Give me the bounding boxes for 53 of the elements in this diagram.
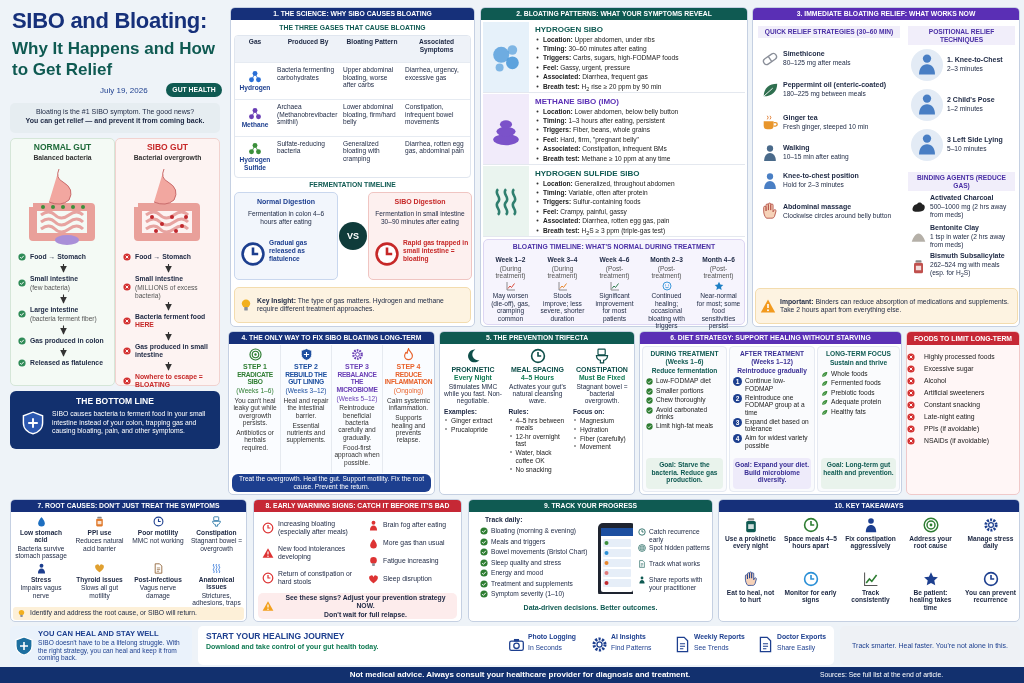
- section-panel: [718, 499, 1020, 622]
- vs-badge: VS: [339, 222, 367, 250]
- section-panel: [439, 331, 635, 495]
- arrow: [60, 347, 67, 357]
- pattern-card: [483, 22, 745, 93]
- disclaimer-text: Not medical advice. Always consult your healthcare provider for diagnosis and treatment.: [348, 670, 692, 679]
- step-column: [383, 345, 434, 473]
- footer-bar: [0, 667, 1024, 683]
- encouragement-box: [10, 626, 192, 665]
- data-table: [234, 35, 471, 178]
- panel-heading: SIBO GUT: [145, 142, 190, 152]
- summary-banner: [10, 391, 220, 449]
- arrow: [165, 263, 172, 273]
- arrow: [60, 293, 67, 304]
- section-panel: [228, 331, 435, 495]
- panel-heading: NORMAL GUT: [32, 142, 93, 152]
- warning-box: [755, 288, 1018, 324]
- page-subtitle: Why It Happens and How to Get Relief: [12, 38, 217, 80]
- alert-box: [258, 593, 457, 619]
- tip-banner: [13, 607, 244, 620]
- diet-column: [642, 346, 727, 492]
- section-panel: [752, 7, 1020, 327]
- pattern-card: [483, 94, 745, 165]
- section-panel: [253, 499, 462, 622]
- step-column: [281, 345, 332, 473]
- diet-column: [817, 346, 900, 492]
- section-panel: [10, 499, 247, 622]
- comparison-panel: [10, 138, 115, 386]
- banner-heading: THE BOTTOM LINE: [75, 396, 155, 406]
- arrow: [60, 263, 67, 273]
- step-column: [332, 345, 383, 473]
- pattern-card: [483, 166, 745, 237]
- arrow: [165, 331, 172, 341]
- diet-column: [729, 346, 815, 492]
- card-heading: HYDROGEN SULFIDE SIBO: [535, 169, 641, 178]
- arrow: [60, 324, 67, 335]
- cta-panel: [198, 626, 834, 665]
- date-text: July 19, 2026: [100, 86, 148, 95]
- comparison-card: [368, 192, 472, 280]
- card-heading: METHANE SIBO (IMO): [535, 97, 620, 106]
- insight-box: [234, 287, 471, 323]
- section-panel: [639, 331, 902, 495]
- comparison-card: [234, 192, 338, 280]
- comparison-panel: [115, 138, 220, 386]
- panel-heading: START YOUR HEALING JOURNEY: [206, 631, 346, 641]
- page-title: SIBO and Bloating:: [12, 8, 208, 34]
- section-panel: [230, 7, 475, 327]
- step-column: [230, 345, 281, 473]
- arrow: [165, 361, 172, 371]
- section-panel: [468, 499, 713, 622]
- arrow: [165, 301, 172, 311]
- card-heading: HYDROGEN SIBO: [535, 25, 604, 34]
- limit-panel: [906, 331, 1020, 495]
